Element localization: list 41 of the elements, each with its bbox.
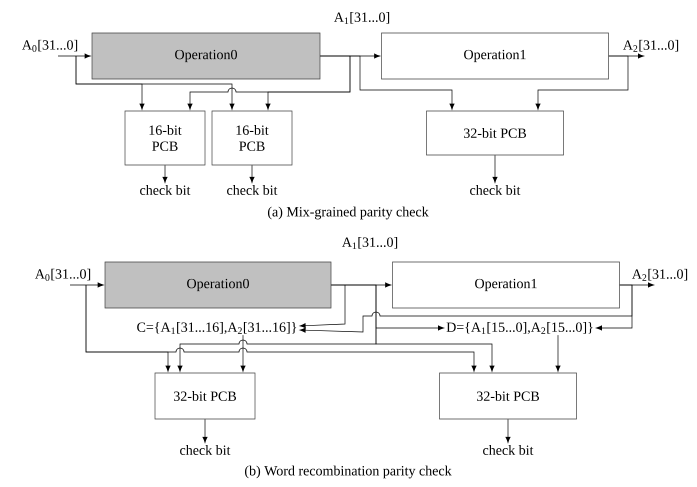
caption: (b) Word recombination parity check: [245, 466, 452, 478]
bus-label: C={A$_{1}$[31...16],A$_{2}$[31...16]}: [137, 322, 296, 334]
signal-label: A$_{2}$[31...0]: [632, 268, 688, 281]
operation-box: Operation1: [381, 32, 609, 80]
arrow: [250, 165, 254, 183]
arrow: [86, 284, 476, 372]
pcb-box: 32-bit PCB: [154, 372, 256, 420]
bus-label: D={A$_{1}$[15...0],A$_{2}$[15...0]}: [446, 322, 593, 334]
output-label: check bit: [227, 185, 278, 195]
signal-label: A$_{1}$[31...0]: [342, 237, 398, 249]
pcb-box: 32-bit PCB: [426, 110, 564, 156]
arrow: [266, 56, 350, 110]
arrow: [162, 165, 168, 183]
signal-label: A$_{0}$[31...0]: [34, 268, 90, 281]
pcb-box: 16-bit PCB: [124, 110, 206, 166]
signal-label: A$_{0}$[31...0]: [22, 40, 78, 52]
arrow: [492, 155, 498, 183]
signal-label: A$_{1}$[31...0]: [334, 12, 390, 24]
output-label: check bit: [180, 445, 230, 455]
arrow: [70, 282, 104, 288]
arrow: [300, 284, 346, 328]
pcb-box: 16-bit PCB: [212, 110, 292, 166]
signal-label: A$_{2}$[31...0]: [622, 40, 678, 52]
arrow: [536, 56, 628, 110]
arrow: [320, 56, 454, 110]
arrow: [331, 284, 494, 372]
operation-box: Operation0: [104, 262, 332, 308]
output-label: check bit: [140, 185, 190, 195]
arrow: [506, 418, 510, 443]
arrow: [240, 334, 246, 372]
arrow: [58, 54, 91, 58]
operation-box: Operation1: [392, 262, 620, 308]
operation-box: Operation0: [92, 32, 320, 80]
arrow: [556, 334, 560, 372]
output-label: check bit: [470, 185, 520, 195]
pcb-box: 32-bit PCB: [439, 372, 577, 420]
arrow: [76, 56, 234, 110]
arrow: [596, 284, 632, 330]
caption: (a) Mix-grained parity check: [268, 206, 429, 220]
arrow: [202, 418, 208, 443]
output-label: check bit: [483, 445, 534, 455]
